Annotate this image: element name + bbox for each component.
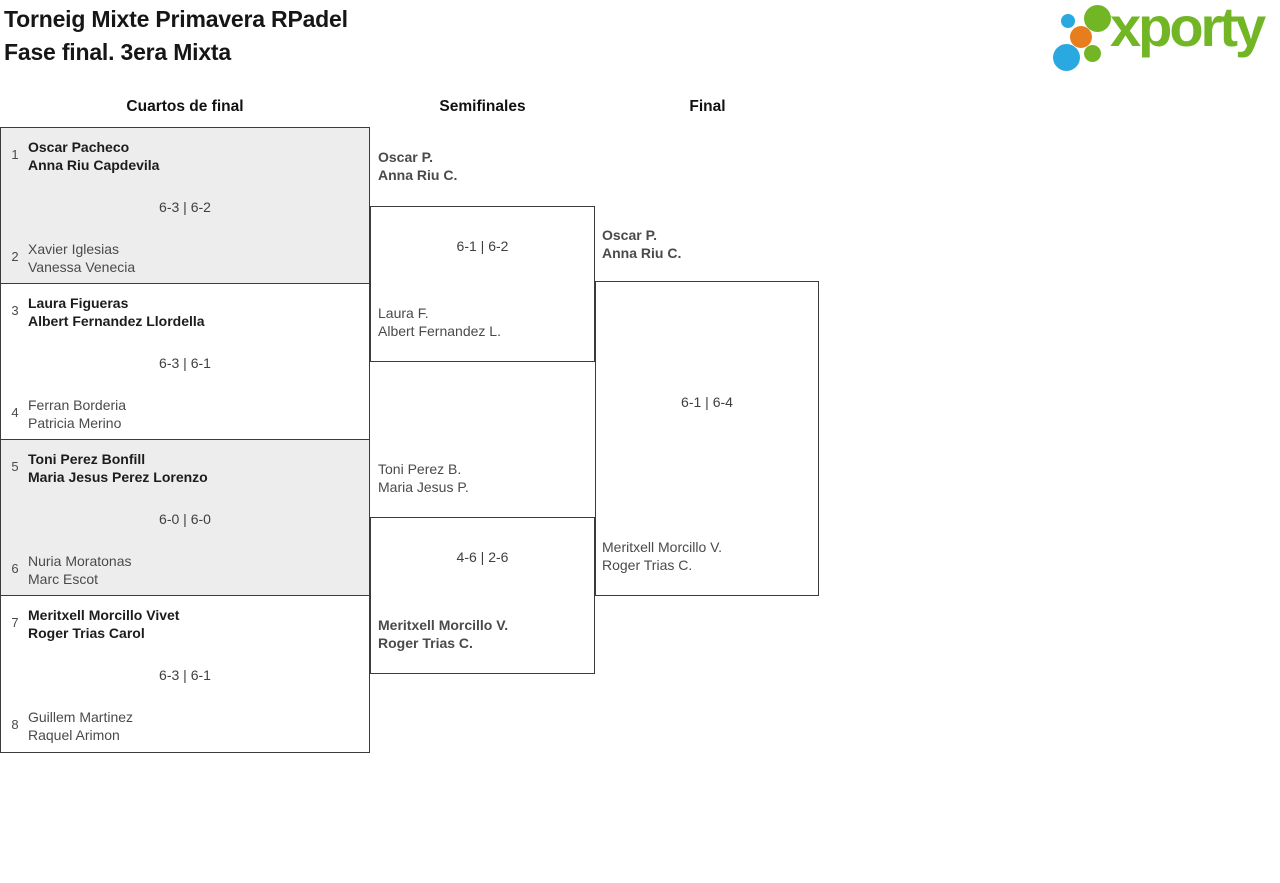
player-name: Oscar P.: [378, 149, 434, 165]
team-names: Meritxell Morcillo Vivet Roger Trias Car…: [28, 606, 179, 642]
logo-dot-orange-icon: [1070, 26, 1092, 48]
player-name: Anna Riu C.: [602, 245, 682, 261]
player-name: Roger Trias C.: [602, 557, 693, 573]
phase-name: Fase final. 3era Mixta: [4, 39, 231, 65]
team-names: Xavier Iglesias Vanessa Venecia: [28, 240, 135, 276]
player-name: Anna Riu Capdevila: [28, 157, 160, 173]
player-name: Guillem Martinez: [28, 709, 134, 725]
player-name: Vanessa Venecia: [28, 259, 136, 275]
qf-match-3: 5 Toni Perez Bonfill Maria Jesus Perez L…: [1, 440, 369, 596]
sf-match-2-score: 4-6 | 2-6: [456, 549, 509, 565]
final-team-bottom: Meritxell Morcillo V. Roger Trias C.: [602, 538, 722, 574]
xporty-logo-text: xporty: [1110, 0, 1266, 58]
team-names: Ferran Borderia Patricia Merino: [28, 396, 126, 432]
final-team-top: Oscar P. Anna Riu C.: [602, 226, 681, 262]
final-score: 6-1 | 6-4: [681, 394, 733, 410]
final-match-box: [595, 281, 819, 596]
quarterfinals-column: 1 Oscar Pacheco Anna Riu Capdevila 6-3 |…: [0, 127, 370, 753]
player-name: Meritxell Morcillo V.: [378, 617, 509, 633]
team-names: Oscar Pacheco Anna Riu Capdevila: [28, 138, 159, 174]
xporty-logo[interactable]: xporty: [1048, 0, 1278, 72]
player-name: Xavier Iglesias: [28, 241, 120, 257]
round-header-final: Final: [689, 98, 726, 115]
player-name: Nuria Moratonas: [28, 553, 132, 569]
sf-match-2-team-bottom: Meritxell Morcillo V. Roger Trias C.: [378, 616, 508, 652]
logo-dot-blue-small-icon: [1061, 14, 1075, 28]
sf-match-1-box: [370, 206, 595, 362]
player-name: Meritxell Morcillo Vivet: [28, 607, 180, 623]
match-score: 6-0 | 6-0: [159, 511, 211, 527]
player-name: Roger Trias C.: [378, 635, 473, 651]
player-name: Meritxell Morcillo V.: [602, 539, 723, 555]
player-name: Albert Fernandez Llordella: [28, 313, 205, 329]
match-score: 6-3 | 6-2: [159, 199, 211, 215]
seed-number: 4: [11, 405, 19, 420]
sf-match-1-team-top: Oscar P. Anna Riu C.: [378, 148, 457, 184]
team-names: Toni Perez Bonfill Maria Jesus Perez Lor…: [28, 450, 208, 486]
player-name: Patricia Merino: [28, 415, 122, 431]
seed-number: 2: [11, 249, 19, 264]
player-name: Marc Escot: [28, 571, 99, 587]
player-name: Laura Figueras: [28, 295, 129, 311]
player-name: Raquel Arimon: [28, 727, 120, 743]
team-names: Laura Figueras Albert Fernandez Llordell…: [28, 294, 205, 330]
player-name: Toni Perez B.: [378, 461, 462, 477]
sf-match-1-team-bottom: Laura F. Albert Fernandez L.: [378, 304, 501, 340]
player-name: Maria Jesus Perez Lorenzo: [28, 469, 208, 485]
seed-number: 8: [11, 717, 19, 732]
round-header-quarterfinals: Cuartos de final: [126, 98, 244, 115]
logo-dot-blue-large-icon: [1053, 44, 1080, 71]
player-name: Oscar P.: [602, 227, 658, 243]
team-names: Guillem Martinez Raquel Arimon: [28, 708, 133, 744]
logo-dot-green-large-icon: [1084, 5, 1111, 32]
player-name: Toni Perez Bonfill: [28, 451, 146, 467]
qf-match-1: 1 Oscar Pacheco Anna Riu Capdevila 6-3 |…: [1, 128, 369, 284]
team-names: Nuria Moratonas Marc Escot: [28, 552, 132, 588]
player-name: Ferran Borderia: [28, 397, 127, 413]
match-score: 6-3 | 6-1: [159, 667, 211, 683]
page-title: Torneig Mixte Primavera RPadel Fase fina…: [4, 3, 348, 69]
seed-number: 7: [11, 615, 19, 630]
sf-match-2-team-top: Toni Perez B. Maria Jesus P.: [378, 460, 469, 496]
player-name: Oscar Pacheco: [28, 139, 130, 155]
match-score: 6-3 | 6-1: [159, 355, 211, 371]
player-name: Maria Jesus P.: [378, 479, 469, 495]
seed-number: 1: [11, 147, 19, 162]
seed-number: 6: [11, 561, 19, 576]
tournament-name: Torneig Mixte Primavera RPadel: [4, 6, 348, 32]
qf-match-4: 7 Meritxell Morcillo Vivet Roger Trias C…: [1, 596, 369, 752]
sf-match-1-score: 6-1 | 6-2: [456, 238, 509, 254]
seed-number: 5: [11, 459, 19, 474]
player-name: Albert Fernandez L.: [378, 323, 501, 339]
sf-match-2-box: [370, 517, 595, 674]
player-name: Anna Riu C.: [378, 167, 458, 183]
player-name: Laura F.: [378, 305, 429, 321]
player-name: Roger Trias Carol: [28, 625, 145, 641]
round-header-semifinals: Semifinales: [439, 98, 526, 115]
seed-number: 3: [11, 303, 19, 318]
logo-dot-green-small-icon: [1084, 45, 1101, 62]
qf-match-2: 3 Laura Figueras Albert Fernandez Llorde…: [1, 284, 369, 440]
